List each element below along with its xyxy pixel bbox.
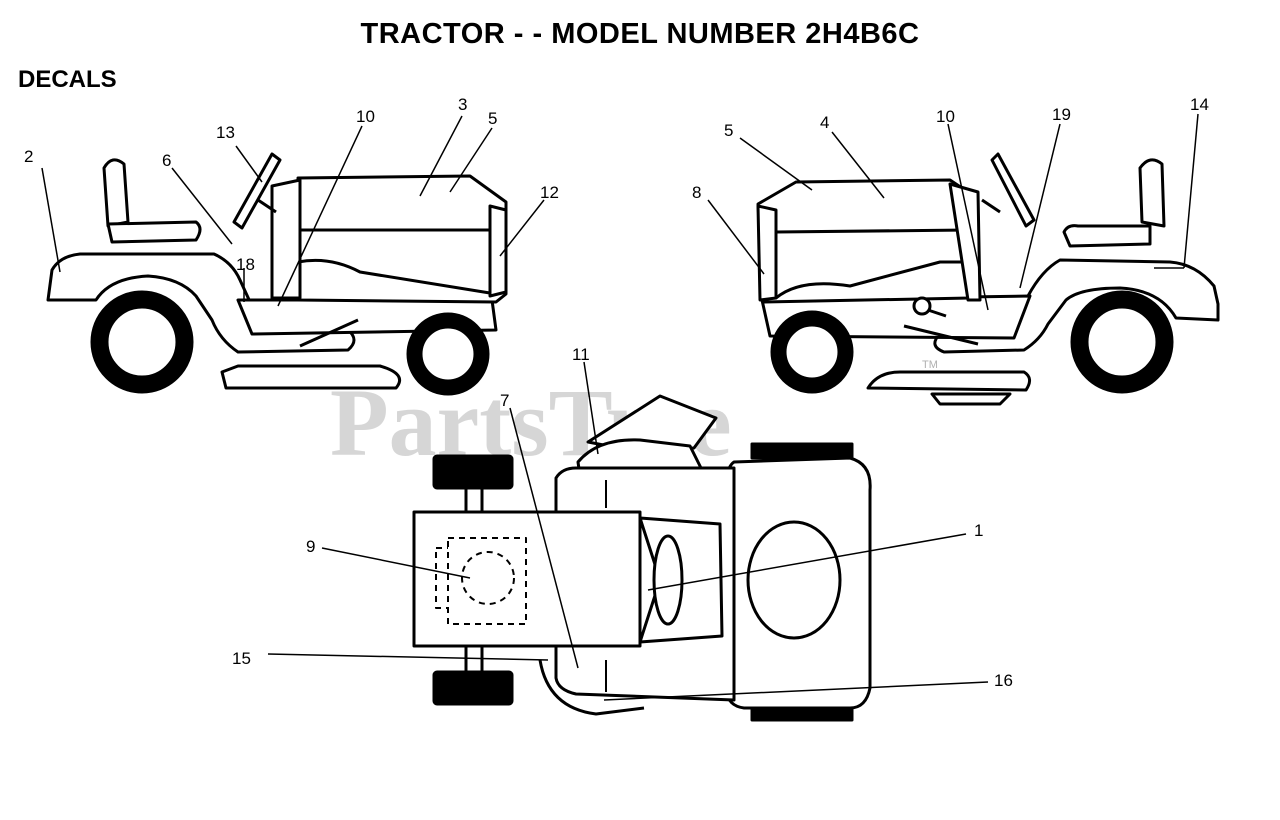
leader-19 (1019, 123, 1061, 289)
callout-labels: 2 6 13 10 3 5 12 18 5 4 8 10 19 14 11 7 … (24, 95, 1209, 690)
lift-lever-knob (912, 296, 932, 316)
decal-circle (461, 551, 515, 605)
leader-9 (321, 547, 471, 579)
mower-deck-edge (538, 659, 645, 716)
dash-tower (270, 178, 302, 300)
seat-back (1138, 158, 1166, 228)
leader-10-right (947, 123, 989, 311)
callout-1: 1 (974, 521, 983, 540)
front-tire-bottom (432, 670, 514, 706)
callout-8: 8 (692, 183, 701, 202)
leader-12 (499, 199, 545, 257)
rear-wheel-hub (1088, 308, 1156, 376)
section-heading: DECALS (18, 66, 117, 93)
leader-3 (419, 115, 463, 197)
deck-skirt (930, 392, 1012, 406)
hood-panel (775, 228, 969, 300)
hood-nose (756, 204, 778, 302)
leader-1 (647, 533, 967, 591)
callout-15: 15 (232, 649, 251, 668)
seat-pan (746, 520, 842, 640)
callout-9: 9 (306, 537, 315, 556)
brake-pedal (299, 318, 359, 348)
leader-14 (1183, 113, 1199, 269)
front-wheel-hub (786, 326, 838, 378)
rear-tire-top (750, 442, 854, 460)
seat-cushion (106, 220, 202, 244)
leader-10-left (277, 125, 363, 307)
steering-column (257, 198, 277, 214)
callout-14: 14 (1190, 95, 1209, 114)
leader-2 (41, 167, 61, 273)
steering-column (981, 198, 1001, 214)
tractor-left-side-view (46, 152, 508, 396)
fuel-cap (652, 534, 684, 626)
leader-15 (267, 653, 549, 661)
hood-panel (297, 228, 497, 296)
hood-nose (488, 204, 508, 298)
front-wheel-hub (422, 328, 474, 380)
callout-10-right: 10 (936, 107, 955, 126)
brake-pedal (903, 324, 979, 346)
seat-back (102, 158, 130, 228)
callout-13: 13 (216, 123, 235, 142)
callout-7: 7 (500, 391, 509, 410)
front-tire-top (432, 454, 514, 490)
rear-fender (46, 252, 356, 354)
leader-lines (41, 113, 1199, 701)
leader-5-right (739, 137, 813, 191)
rear-fender (933, 258, 1220, 354)
diagram-title: TRACTOR - - MODEL NUMBER 2H4B6C (360, 18, 920, 50)
mower-deck (220, 364, 401, 390)
callout-11: 11 (572, 345, 590, 364)
leader-11 (583, 361, 599, 455)
watermark-trademark: TM (922, 359, 938, 371)
leader-4 (831, 131, 885, 199)
callout-4: 4 (820, 113, 829, 132)
callout-10-left: 10 (356, 107, 375, 126)
callout-5-left: 5 (488, 109, 497, 128)
callout-19: 19 (1052, 105, 1071, 124)
callout-2: 2 (24, 147, 33, 166)
steering-wheel (232, 152, 282, 230)
seat-cushion (1062, 224, 1152, 248)
callout-18: 18 (236, 255, 255, 274)
callout-6: 6 (162, 151, 171, 170)
leader-6 (171, 167, 233, 245)
tractor-top-view (412, 394, 872, 722)
leader-16 (603, 681, 989, 701)
rear-wheel-hub (108, 308, 176, 376)
callout-16: 16 (994, 671, 1013, 690)
dash-tower (948, 182, 982, 302)
lift-lever (927, 308, 947, 318)
callout-12: 12 (540, 183, 559, 202)
hood (296, 174, 508, 304)
steering-wheel (990, 152, 1036, 228)
front-axle-top (464, 488, 484, 512)
leader-5-left (449, 127, 493, 193)
mower-deck (866, 370, 1031, 392)
tractor-right-side-view (756, 152, 1220, 406)
leader-8 (707, 199, 765, 275)
callout-3: 3 (458, 95, 467, 114)
leader-13 (235, 145, 263, 183)
leader-7 (509, 407, 579, 669)
callout-5-right: 5 (724, 121, 733, 140)
